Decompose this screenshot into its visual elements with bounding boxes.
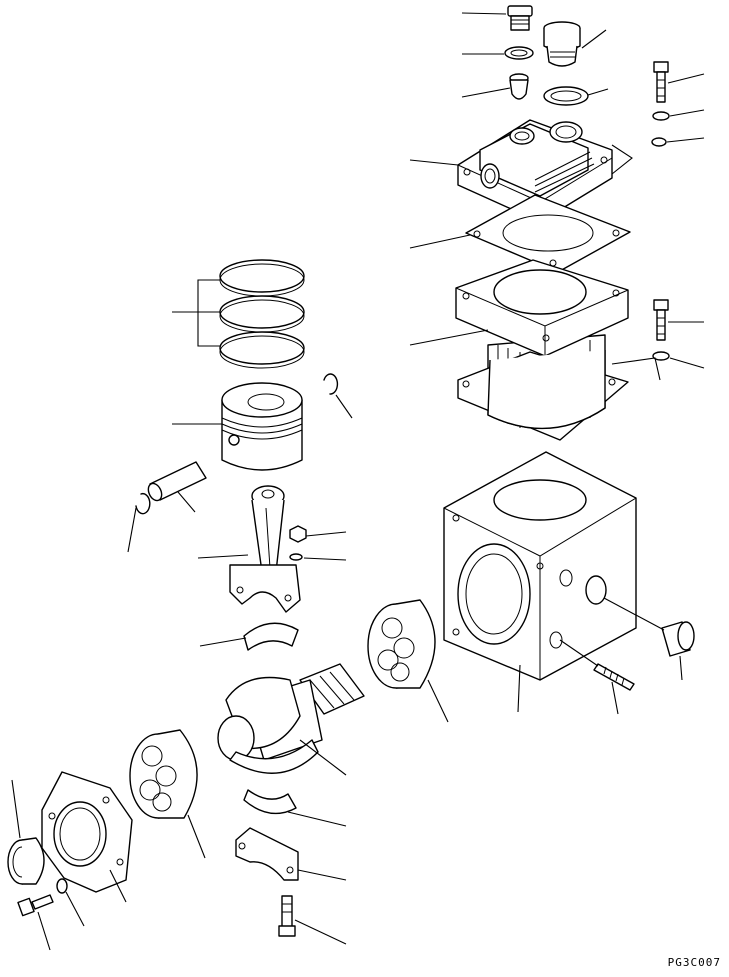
rod-nut [289,525,347,543]
head-bolt [653,61,705,103]
block-lock-washer [611,351,705,381]
front-cover [41,771,133,903]
oil-seal [7,779,45,885]
cylinder-block [409,259,629,441]
rod-bearing-upper [199,622,299,651]
main-bearing-front [129,729,206,859]
head-bolt-washer [611,137,705,175]
head-lock-washer [652,109,705,121]
sealing-washer [462,46,534,60]
snap-ring-right [323,373,353,419]
plug [461,5,533,31]
main-bearing-rear [367,599,449,723]
crankcase [443,451,637,713]
piston-pin [147,461,207,513]
snap-ring-left [127,492,151,553]
cap-bolt [278,895,347,945]
fitting-gasket [543,86,609,106]
block-bolt [653,299,704,341]
cylinder-head [409,119,613,223]
crankshaft [217,663,365,776]
side-plug [603,597,695,681]
piston-rings [172,259,305,369]
piston [172,382,303,471]
fitting [543,21,607,67]
connecting-rod [197,485,301,613]
rod-washer [289,553,347,561]
check-valve [461,73,529,100]
stud-bolt [559,639,635,715]
rod-bearing-lower [243,789,347,827]
cover-washer [56,878,85,927]
cover-bolt [17,894,54,951]
drawing-code: PG3C007 [667,956,721,969]
rod-cap [235,827,347,881]
head-gasket [409,194,631,273]
